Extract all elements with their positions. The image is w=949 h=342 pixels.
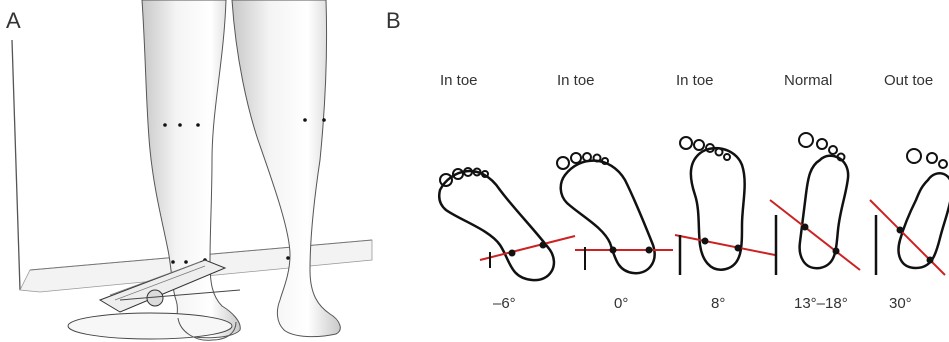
- panel-a-illustration: [0, 0, 380, 342]
- foot-diagram-5: [870, 149, 949, 275]
- foot-outline-3: [691, 148, 745, 270]
- foot-outline-4: [800, 156, 849, 268]
- foot-diagram-3: [675, 137, 775, 275]
- panel-b-label: B: [386, 8, 401, 34]
- foot-axis-line-3: [675, 235, 775, 255]
- angle-label-3: 8°: [711, 295, 725, 312]
- foot-outline-2: [561, 161, 655, 274]
- foot-diagram-2: [557, 153, 673, 273]
- condition-label-5: Out toe: [884, 72, 933, 89]
- foot-outline-1: [439, 171, 554, 280]
- angle-label-2: 0°: [614, 295, 628, 312]
- foot-axis-line-5: [870, 200, 945, 275]
- right-leg: [232, 0, 340, 337]
- angle-label-4: 13°–18°: [794, 295, 848, 312]
- condition-label-3: In toe: [676, 72, 714, 89]
- condition-label-2: In toe: [557, 72, 595, 89]
- condition-label-1: In toe: [440, 72, 478, 89]
- angle-label-5: 30°: [889, 295, 912, 312]
- foot-diagram-1: [439, 168, 575, 280]
- angle-label-1: –6°: [493, 295, 516, 312]
- panel-b-diagram: [420, 0, 949, 342]
- foot-diagram-4: [770, 133, 860, 275]
- foot-axis-line-4: [770, 200, 860, 270]
- condition-label-4: Normal: [784, 72, 832, 89]
